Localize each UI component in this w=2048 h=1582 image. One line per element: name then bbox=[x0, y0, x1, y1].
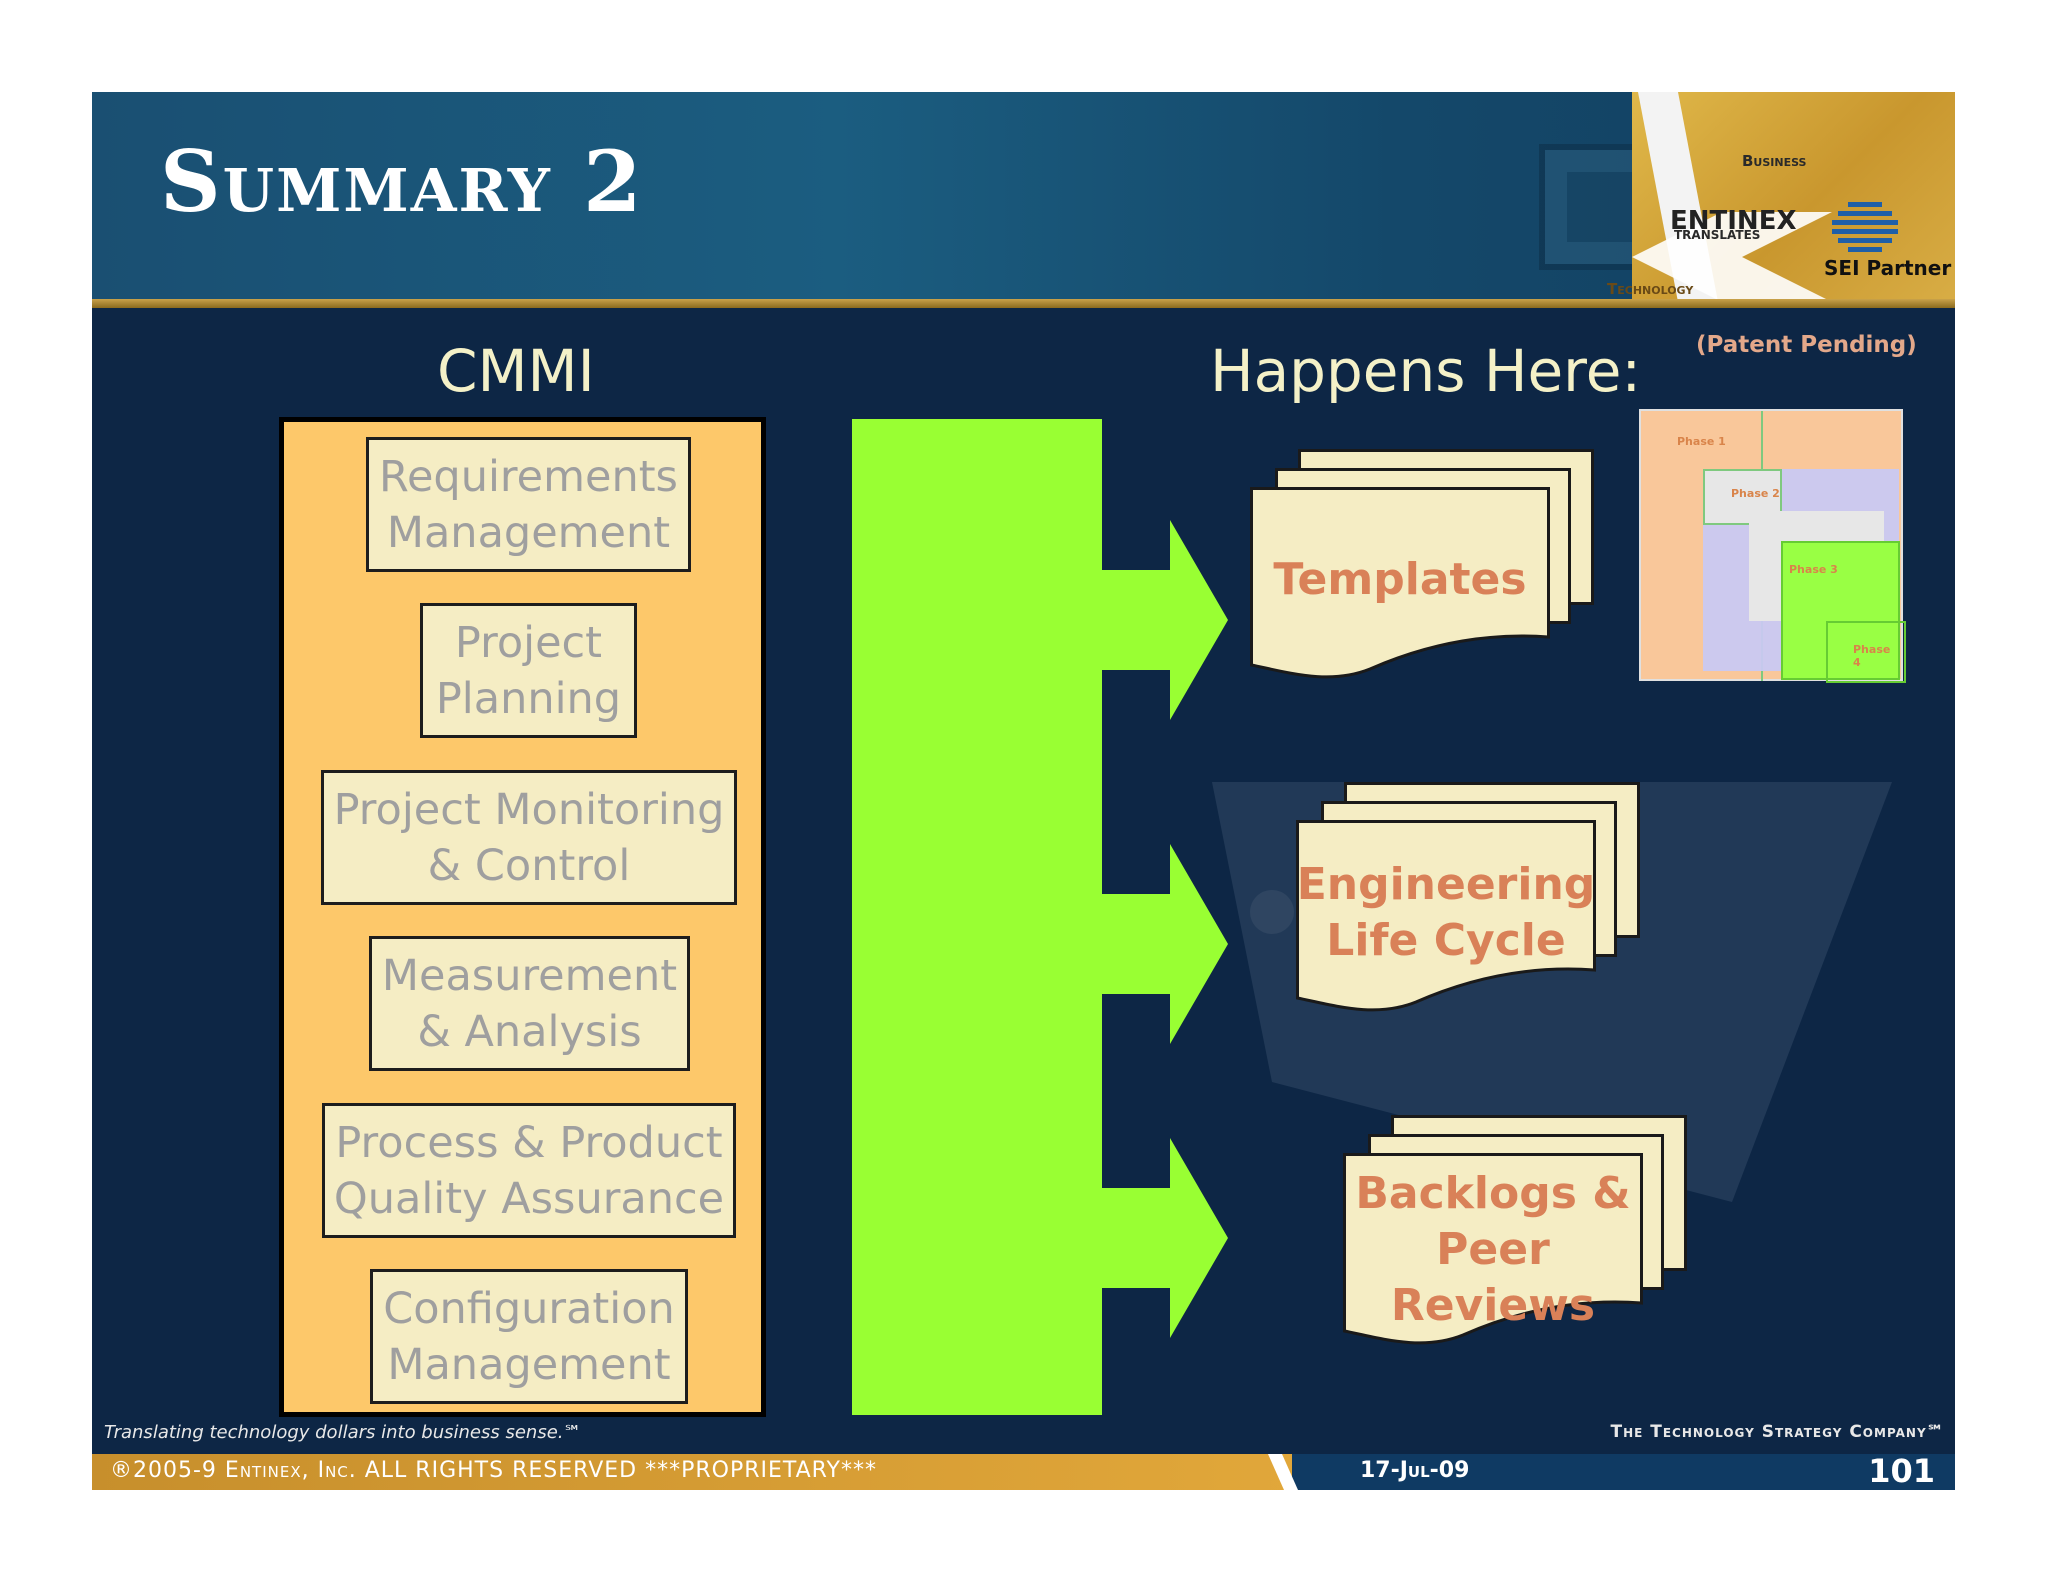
cmmi-heading: CMMI bbox=[437, 337, 595, 405]
page-number: 101 bbox=[1868, 1452, 1935, 1490]
footer-company: The Technology Strategy Company℠ bbox=[1610, 1422, 1945, 1442]
phase-diagram: Phase 1 Phase 2 Phase 3 Phase 4 bbox=[1639, 409, 1906, 683]
phase-area bbox=[1781, 541, 1900, 680]
flow-arrow bbox=[1100, 520, 1228, 720]
phase-label: Phase 3 bbox=[1789, 563, 1838, 576]
logo-translates-text: TRANSLATES bbox=[1674, 228, 1761, 242]
document-label: Backlogs & Peer Reviews bbox=[1355, 1168, 1631, 1331]
process-area-box: Project Monitoring & Control bbox=[321, 770, 737, 905]
phase-label: Phase 2 bbox=[1731, 487, 1780, 500]
process-area-box: Configuration Management bbox=[370, 1269, 688, 1404]
logo-chevron bbox=[1632, 212, 1832, 302]
logo-entinex-text: ENTINEX bbox=[1670, 206, 1797, 236]
phase-label: Phase 4 bbox=[1853, 643, 1891, 669]
phase-label: Phase 1 bbox=[1677, 435, 1726, 448]
sei-partner-text: SEI Partner bbox=[1824, 256, 1952, 280]
footer-bar-right bbox=[1292, 1454, 1955, 1490]
phase-area bbox=[1826, 621, 1906, 683]
document-shape bbox=[1296, 820, 1596, 1012]
footer-bar-left bbox=[92, 1454, 1292, 1490]
process-area-box: Measurement & Analysis bbox=[369, 936, 690, 1071]
footer-date: 17-Jul-09 bbox=[1360, 1458, 1470, 1483]
flow-arrow bbox=[1100, 844, 1228, 1044]
cmmi-panel bbox=[279, 417, 766, 1417]
document-label: Templates bbox=[1273, 554, 1527, 605]
sei-globe-icon bbox=[1832, 202, 1898, 252]
header-rule bbox=[92, 299, 1955, 308]
process-area-box: Requirements Management bbox=[366, 437, 691, 572]
footer-copyright: ®2005-9 Entinex, Inc. ALL RIGHTS RESERVE… bbox=[110, 1458, 877, 1483]
footer-tagline: Translating technology dollars into busi… bbox=[104, 1422, 582, 1443]
footer-divider bbox=[1268, 1454, 1298, 1490]
patent-pending-note: (Patent Pending) bbox=[1696, 332, 1917, 358]
document-shape bbox=[1250, 487, 1550, 679]
flow-arrow bbox=[1100, 1138, 1228, 1338]
process-area-box: Process & Product Quality Assurance bbox=[322, 1103, 736, 1238]
happens-here-heading: Happens Here: bbox=[1210, 337, 1641, 405]
document-shape bbox=[1343, 1153, 1643, 1345]
logo-technology-text: Technology bbox=[1607, 280, 1694, 298]
page-title: Summary 2 bbox=[160, 132, 644, 231]
logo-business-text: Business bbox=[1742, 152, 1807, 170]
document-label: Engineering Life Cycle bbox=[1296, 859, 1596, 966]
flow-bar bbox=[852, 419, 1102, 1415]
slide: Business ENTINEX TRANSLATES Technology S… bbox=[92, 92, 1955, 1490]
process-area-box: Project Planning bbox=[420, 603, 637, 738]
